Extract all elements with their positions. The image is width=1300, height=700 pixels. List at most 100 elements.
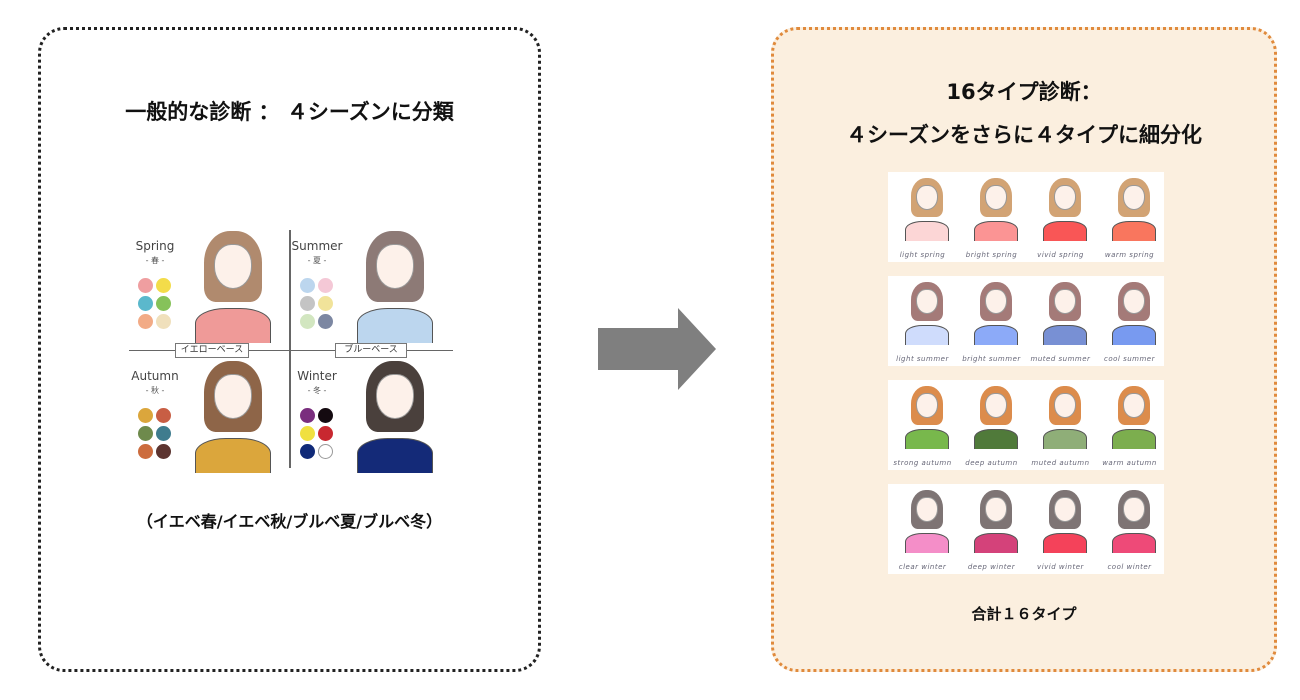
woman-illustration bbox=[900, 384, 954, 449]
type-label: deep winter bbox=[967, 563, 1016, 571]
arrow-right-icon bbox=[598, 308, 716, 390]
woman-illustration bbox=[969, 384, 1023, 449]
type-label: cool summer bbox=[1104, 355, 1155, 363]
sixteen-type-title: 16タイプ診断： bbox=[946, 80, 1102, 104]
woman-illustration bbox=[347, 358, 443, 474]
woman-illustration bbox=[900, 176, 954, 241]
type-card: bright spring bbox=[957, 172, 1026, 262]
season-type-row: light spring bright spring vivid spring … bbox=[888, 172, 1164, 262]
color-swatch bbox=[156, 296, 171, 311]
color-swatch bbox=[138, 278, 153, 293]
type-card: cool winter bbox=[1095, 484, 1164, 574]
woman-illustration bbox=[185, 228, 281, 344]
color-swatch bbox=[300, 314, 315, 329]
woman-illustration bbox=[900, 280, 954, 345]
color-swatch bbox=[300, 444, 315, 459]
woman-illustration bbox=[1038, 384, 1092, 449]
color-swatch bbox=[300, 278, 315, 293]
color-swatch bbox=[318, 426, 333, 441]
woman-illustration bbox=[900, 488, 954, 553]
type-label: bright spring bbox=[965, 251, 1018, 259]
type-card: light summer bbox=[888, 276, 957, 366]
season-kanji: - 夏 - bbox=[307, 256, 327, 265]
color-swatch bbox=[156, 278, 171, 293]
type-label: warm spring bbox=[1104, 251, 1155, 259]
woman-illustration bbox=[969, 176, 1023, 241]
color-swatch bbox=[318, 278, 333, 293]
color-swatch bbox=[300, 408, 315, 423]
season-name: Winter bbox=[297, 369, 337, 383]
type-label: light spring bbox=[899, 251, 946, 259]
type-card: light spring bbox=[888, 172, 957, 262]
woman-illustration bbox=[969, 488, 1023, 553]
quadrant-summer: Summer - 夏 - bbox=[291, 226, 451, 344]
four-season-title: 一般的な診断 ： ４シーズンに分類 bbox=[125, 100, 454, 124]
color-swatch bbox=[156, 314, 171, 329]
type-card: bright summer bbox=[957, 276, 1026, 366]
color-swatch bbox=[156, 444, 171, 459]
color-swatch bbox=[156, 426, 171, 441]
color-swatch bbox=[138, 426, 153, 441]
type-card: deep winter bbox=[957, 484, 1026, 574]
season-kanji: - 春 - bbox=[145, 256, 165, 265]
type-card: warm autumn bbox=[1095, 380, 1164, 470]
color-swatch bbox=[138, 444, 153, 459]
four-season-panel: 一般的な診断 ： ４シーズンに分類 イエローベース ブルーベース Spring … bbox=[38, 27, 541, 672]
color-swatch bbox=[300, 426, 315, 441]
color-swatch bbox=[318, 296, 333, 311]
season-kanji: - 秋 - bbox=[145, 386, 165, 395]
woman-illustration bbox=[1107, 176, 1161, 241]
type-card: cool summer bbox=[1095, 276, 1164, 366]
four-season-chart: イエローベース ブルーベース Spring - 春 - Summer - 夏 -… bbox=[129, 226, 453, 474]
quadrant-winter: Winter - 冬 - bbox=[291, 356, 451, 474]
type-label: deep autumn bbox=[965, 459, 1018, 467]
woman-illustration bbox=[185, 358, 281, 474]
season-type-row: clear winter deep winter vivid winter co… bbox=[888, 484, 1164, 574]
color-swatch bbox=[318, 408, 333, 423]
quadrant-autumn: Autumn - 秋 - bbox=[129, 356, 289, 474]
color-swatch bbox=[138, 408, 153, 423]
season-name: Spring bbox=[135, 239, 175, 253]
type-label: muted summer bbox=[1030, 355, 1091, 363]
woman-illustration bbox=[969, 280, 1023, 345]
woman-illustration bbox=[1038, 176, 1092, 241]
type-card: vivid winter bbox=[1026, 484, 1095, 574]
season-type-row: strong autumn deep autumn muted autumn w… bbox=[888, 380, 1164, 470]
type-card: vivid spring bbox=[1026, 172, 1095, 262]
season-name: Autumn bbox=[131, 369, 179, 383]
type-label: strong autumn bbox=[893, 459, 952, 467]
type-card: muted autumn bbox=[1026, 380, 1095, 470]
type-label: clear winter bbox=[898, 563, 947, 571]
color-swatch bbox=[318, 314, 333, 329]
yellow-base-label: イエローベース bbox=[175, 343, 249, 358]
woman-illustration bbox=[1038, 280, 1092, 345]
type-label: vivid winter bbox=[1037, 563, 1084, 571]
total-label: 合計１６タイプ bbox=[971, 605, 1077, 623]
type-label: warm autumn bbox=[1102, 459, 1157, 467]
type-label: vivid spring bbox=[1037, 251, 1084, 259]
type-card: muted summer bbox=[1026, 276, 1095, 366]
quadrant-spring: Spring - 春 - bbox=[129, 226, 289, 344]
woman-illustration bbox=[1107, 384, 1161, 449]
season-kanji: - 冬 - bbox=[307, 386, 327, 395]
type-card: deep autumn bbox=[957, 380, 1026, 470]
type-label: light summer bbox=[896, 355, 949, 363]
sixteen-type-subtitle: ４シーズンをさらに４タイプに細分化 bbox=[846, 123, 1202, 147]
woman-illustration bbox=[1107, 280, 1161, 345]
season-name: Summer bbox=[291, 239, 343, 253]
color-swatch bbox=[138, 296, 153, 311]
type-label: cool winter bbox=[1107, 563, 1152, 571]
type-card: clear winter bbox=[888, 484, 957, 574]
blue-base-label: ブルーベース bbox=[335, 343, 407, 358]
color-swatch bbox=[300, 296, 315, 311]
season-type-row: light summer bright summer muted summer … bbox=[888, 276, 1164, 366]
type-card: strong autumn bbox=[888, 380, 957, 470]
color-swatch bbox=[318, 444, 333, 459]
woman-illustration bbox=[1038, 488, 1092, 553]
woman-illustration bbox=[347, 228, 443, 344]
type-label: bright summer bbox=[962, 355, 1021, 363]
type-label: muted autumn bbox=[1031, 459, 1090, 467]
four-season-caption: （イエベ春/イエベ秋/ブルベ夏/ブルベ冬） bbox=[136, 512, 443, 531]
sixteen-type-panel: 16タイプ診断： ４シーズンをさらに４タイプに細分化 light spring … bbox=[771, 27, 1277, 672]
color-swatch bbox=[156, 408, 171, 423]
